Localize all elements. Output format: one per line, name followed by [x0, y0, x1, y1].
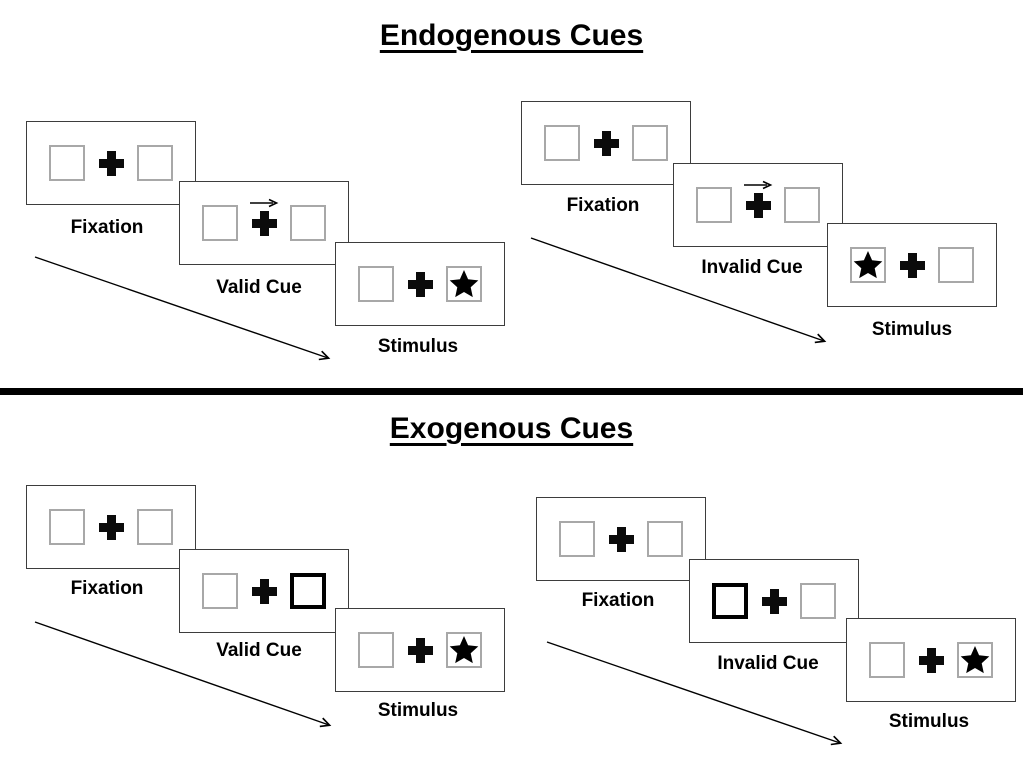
fixation-cross-icon — [918, 647, 944, 673]
fixation-cross-icon — [407, 637, 433, 663]
left-placeholder-box — [544, 125, 580, 161]
central-cue-cluster — [249, 198, 279, 236]
central-cue-cluster — [743, 180, 773, 218]
step-label-stimulus: Stimulus — [377, 700, 459, 721]
right-highlighted-cue-box — [290, 573, 326, 609]
fixation-cross-icon — [899, 252, 925, 278]
fixation-cross-icon — [98, 150, 124, 176]
step-label-fixation: Fixation — [566, 195, 640, 216]
exo-invalid-cue-card — [689, 559, 859, 643]
left-placeholder-box — [696, 187, 732, 223]
endo-valid-cue-card — [179, 181, 349, 265]
star-stimulus-icon — [960, 646, 990, 674]
left-placeholder-box — [358, 632, 394, 668]
endo-invalid-stimulus-card — [827, 223, 997, 307]
exo-valid-stimulus-card — [335, 608, 505, 692]
right-placeholder-box — [137, 509, 173, 545]
exo-valid-fixation-card — [26, 485, 196, 569]
star-stimulus-icon — [853, 251, 883, 279]
right-placeholder-box — [137, 145, 173, 181]
endo-invalid-fixation-card — [521, 101, 691, 185]
step-label-invalid-cue: Invalid Cue — [701, 257, 803, 278]
fixation-cross-icon — [608, 526, 634, 552]
timeline-arrow-endogenous-valid — [34, 256, 331, 361]
right-stimulus-box — [957, 642, 993, 678]
left-placeholder-box — [49, 145, 85, 181]
left-stimulus-box — [850, 247, 886, 283]
step-label-stimulus: Stimulus — [888, 711, 970, 732]
fixation-cross-icon — [761, 588, 787, 614]
step-label-stimulus: Stimulus — [377, 336, 459, 357]
step-label-stimulus: Stimulus — [871, 319, 953, 340]
step-label-fixation: Fixation — [581, 590, 655, 611]
left-highlighted-cue-box — [712, 583, 748, 619]
exo-valid-cue-card — [179, 549, 349, 633]
star-stimulus-icon — [449, 636, 479, 664]
endo-valid-stimulus-card — [335, 242, 505, 326]
exo-invalid-fixation-card — [536, 497, 706, 581]
cue-arrow-right-icon — [250, 198, 279, 207]
fixation-cross-icon — [407, 271, 433, 297]
section-title-endogenous: Endogenous Cues — [0, 19, 1023, 53]
cue-arrow-right-icon — [744, 180, 773, 189]
timeline-arrow-exogenous-valid — [34, 621, 332, 728]
section-title-exogenous: Exogenous Cues — [0, 412, 1023, 446]
step-label-valid-cue: Valid Cue — [216, 640, 302, 661]
right-placeholder-box — [290, 205, 326, 241]
fixation-cross-icon — [251, 578, 277, 604]
left-placeholder-box — [869, 642, 905, 678]
left-placeholder-box — [202, 573, 238, 609]
star-stimulus-icon — [449, 270, 479, 298]
fixation-cross-icon — [593, 130, 619, 156]
step-label-fixation: Fixation — [70, 217, 144, 238]
step-label-fixation: Fixation — [70, 578, 144, 599]
section-title-exogenous-text: Exogenous Cues — [389, 412, 634, 445]
right-placeholder-box — [800, 583, 836, 619]
right-placeholder-box — [938, 247, 974, 283]
left-placeholder-box — [559, 521, 595, 557]
fixation-cross-icon — [251, 210, 277, 236]
timeline-arrow-endogenous-invalid — [530, 237, 827, 344]
step-label-valid-cue: Valid Cue — [216, 277, 302, 298]
exo-invalid-stimulus-card — [846, 618, 1016, 702]
fixation-cross-icon — [745, 192, 771, 218]
section-title-endogenous-text: Endogenous Cues — [379, 19, 644, 52]
section-divider — [0, 388, 1023, 395]
left-placeholder-box — [202, 205, 238, 241]
right-placeholder-box — [647, 521, 683, 557]
right-placeholder-box — [632, 125, 668, 161]
left-placeholder-box — [49, 509, 85, 545]
right-stimulus-box — [446, 632, 482, 668]
left-placeholder-box — [358, 266, 394, 302]
endo-valid-fixation-card — [26, 121, 196, 205]
right-stimulus-box — [446, 266, 482, 302]
step-label-invalid-cue: Invalid Cue — [717, 653, 819, 674]
endo-invalid-cue-card — [673, 163, 843, 247]
right-placeholder-box — [784, 187, 820, 223]
fixation-cross-icon — [98, 514, 124, 540]
